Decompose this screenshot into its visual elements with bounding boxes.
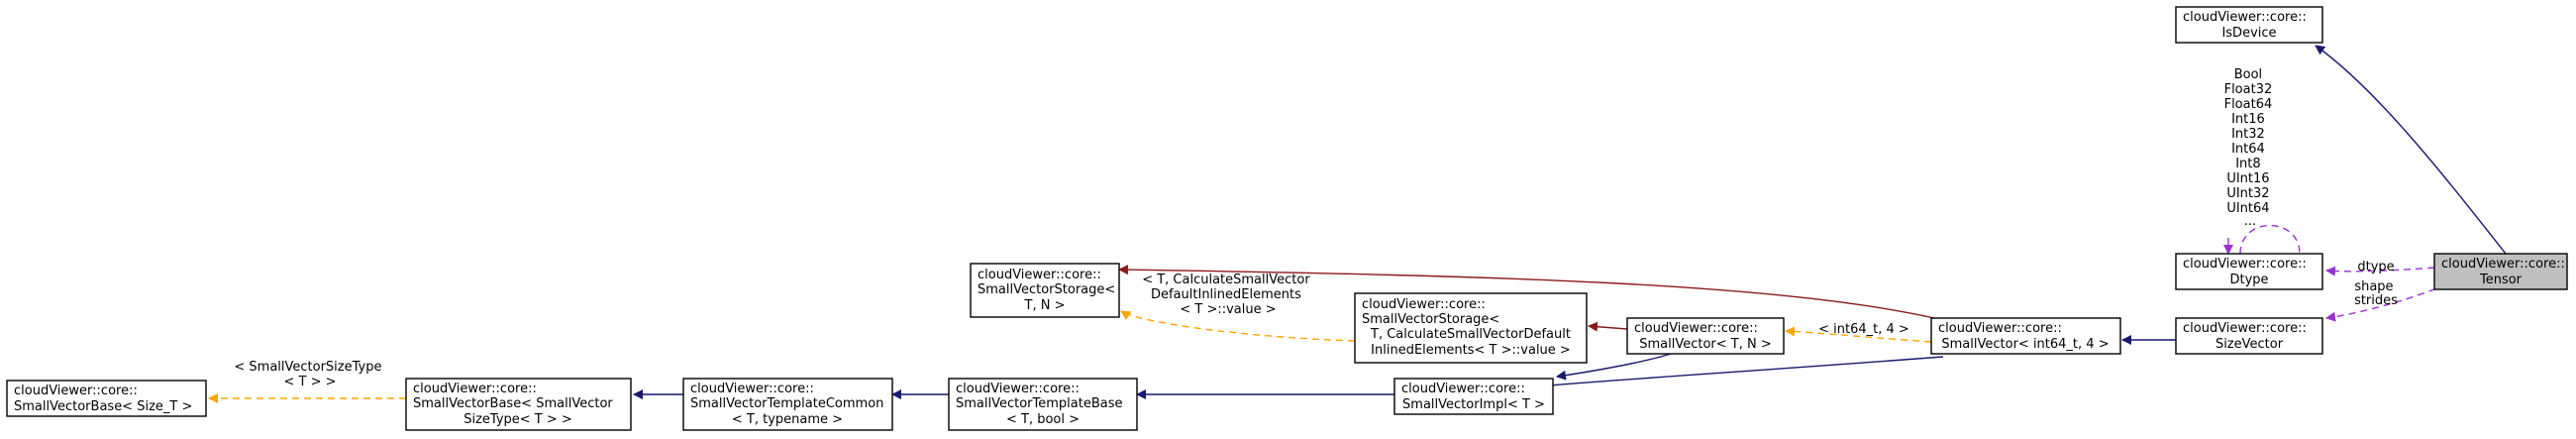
node-smallvectorstorage-inst-namespace: cloudViewer::core:: [1362, 297, 1486, 312]
node-smallvectorbase-size-namespace: cloudViewer::core:: [14, 384, 138, 398]
dtype-member-label: dtype [2357, 260, 2394, 274]
node-smallvectorimpl-namespace: cloudViewer::core:: [1401, 382, 1525, 396]
node-smallvectortemplatebase[interactable]: cloudViewer::core:: SmallVectorTemplateB… [948, 378, 1138, 431]
edge-storage-inst-storage-tn [1120, 310, 1356, 342]
storage-params-label: < T, CalculateSmallVector DefaultInlined… [1142, 273, 1314, 317]
edge-smallvector-tn-storage-inst [1588, 321, 1628, 332]
node-tensor[interactable]: cloudViewer::core:: Tensor [2433, 253, 2568, 290]
sizetype-params-label: < SmallVectorSizeType < T > > [234, 360, 385, 389]
edge-smallvector-int64-tn [1785, 326, 1932, 343]
node-smallvectortemplatebase-line3: < T, bool > [1006, 412, 1080, 427]
node-tensor-name: Tensor [2479, 273, 2523, 287]
node-smallvectortemplatebase-line2: SmallVectorTemplateBase [956, 396, 1123, 411]
node-smallvectorstorage-tn[interactable]: cloudViewer::core:: SmallVectorStorage< … [970, 263, 1120, 318]
node-smallvectortemplatecommon[interactable]: cloudViewer::core:: SmallVectorTemplateC… [682, 378, 893, 431]
edge-dtype-selfloop [2239, 224, 2301, 255]
node-dtype-namespace: cloudViewer::core:: [2183, 257, 2307, 272]
node-isdevice-name: IsDevice [2221, 26, 2276, 41]
node-smallvectorstorage-inst[interactable]: cloudViewer::core:: SmallVectorStorage< … [1354, 292, 1588, 364]
node-isdevice-namespace: cloudViewer::core:: [2183, 10, 2307, 25]
node-smallvectorstorage-inst-line2: SmallVectorStorage< [1362, 312, 1499, 327]
node-sizevector-namespace: cloudViewer::core:: [2183, 321, 2307, 336]
node-tensor-namespace: cloudViewer::core:: [2441, 257, 2565, 272]
node-smallvector-int64[interactable]: cloudViewer::core:: SmallVector< int64_t… [1930, 317, 2121, 355]
edge-tensor-sizevector [2325, 283, 2447, 322]
edge-smallvector-int64-storage-tn [1118, 265, 1944, 321]
node-smallvectortemplatecommon-namespace: cloudViewer::core:: [690, 382, 814, 396]
node-smallvectorbase-size-name: SmallVectorBase< Size_T > [14, 399, 192, 414]
node-smallvectorstorage-inst-line3: T, CalculateSmallVectorDefault [1370, 327, 1571, 342]
edge-smallvector-tn-impl [1556, 352, 1675, 381]
node-smallvectortemplatecommon-line2: SmallVectorTemplateCommon [690, 396, 883, 411]
node-smallvector-tn-name: SmallVector< T, N > [1639, 337, 1772, 352]
node-sizevector-name: SizeVector [2215, 337, 2284, 352]
node-smallvectorimpl-name: SmallVectorImpl< T > [1402, 397, 1545, 412]
node-smallvector-int64-namespace: cloudViewer::core:: [1938, 321, 2062, 336]
node-smallvectorstorage-tn-line3: T, N > [1024, 298, 1066, 313]
node-smallvectortemplatecommon-line3: < T, typename > [732, 412, 843, 427]
edge-tensor-isdevice [2315, 45, 2507, 255]
node-smallvectorstorage-tn-line2: SmallVectorStorage< [978, 282, 1115, 297]
node-sizevector[interactable]: cloudViewer::core:: SizeVector [2175, 317, 2323, 355]
node-smallvectorbase-sizetype-line2: SmallVectorBase< SmallVector [413, 396, 613, 411]
node-smallvectorbase-sizetype-namespace: cloudViewer::core:: [413, 382, 537, 396]
dtype-values-label: Bool Float32 Float64 Int16 Int32 Int64 I… [2224, 67, 2277, 229]
edge-tensor-dtype [2325, 266, 2435, 276]
node-isdevice[interactable]: cloudViewer::core:: IsDevice [2175, 6, 2323, 44]
node-smallvectorimpl[interactable]: cloudViewer::core:: SmallVectorImpl< T > [1393, 378, 1554, 415]
node-smallvector-int64-name: SmallVector< int64_t, 4 > [1941, 337, 2109, 352]
node-dtype[interactable]: cloudViewer::core:: Dtype [2175, 253, 2323, 290]
node-smallvectorbase-sizetype-line3: SizeType< T > > [464, 412, 572, 427]
int64-4-label: < int64_t, 4 > [1818, 322, 1909, 337]
node-smallvectorbase-sizetype[interactable]: cloudViewer::core:: SmallVectorBase< Sma… [405, 378, 632, 431]
node-smallvector-tn[interactable]: cloudViewer::core:: SmallVector< T, N > [1626, 317, 1785, 355]
node-smallvectorbase-size[interactable]: cloudViewer::core:: SmallVectorBase< Siz… [6, 380, 207, 417]
node-smallvectortemplatebase-namespace: cloudViewer::core:: [956, 382, 1080, 396]
node-smallvector-tn-namespace: cloudViewer::core:: [1634, 321, 1758, 336]
sizevector-members-label: shape strides [2354, 279, 2398, 308]
node-dtype-name: Dtype [2229, 273, 2268, 287]
node-smallvectorstorage-inst-line4: InlinedElements< T >::value > [1371, 343, 1571, 358]
node-smallvectorstorage-tn-namespace: cloudViewer::core:: [978, 268, 1101, 282]
